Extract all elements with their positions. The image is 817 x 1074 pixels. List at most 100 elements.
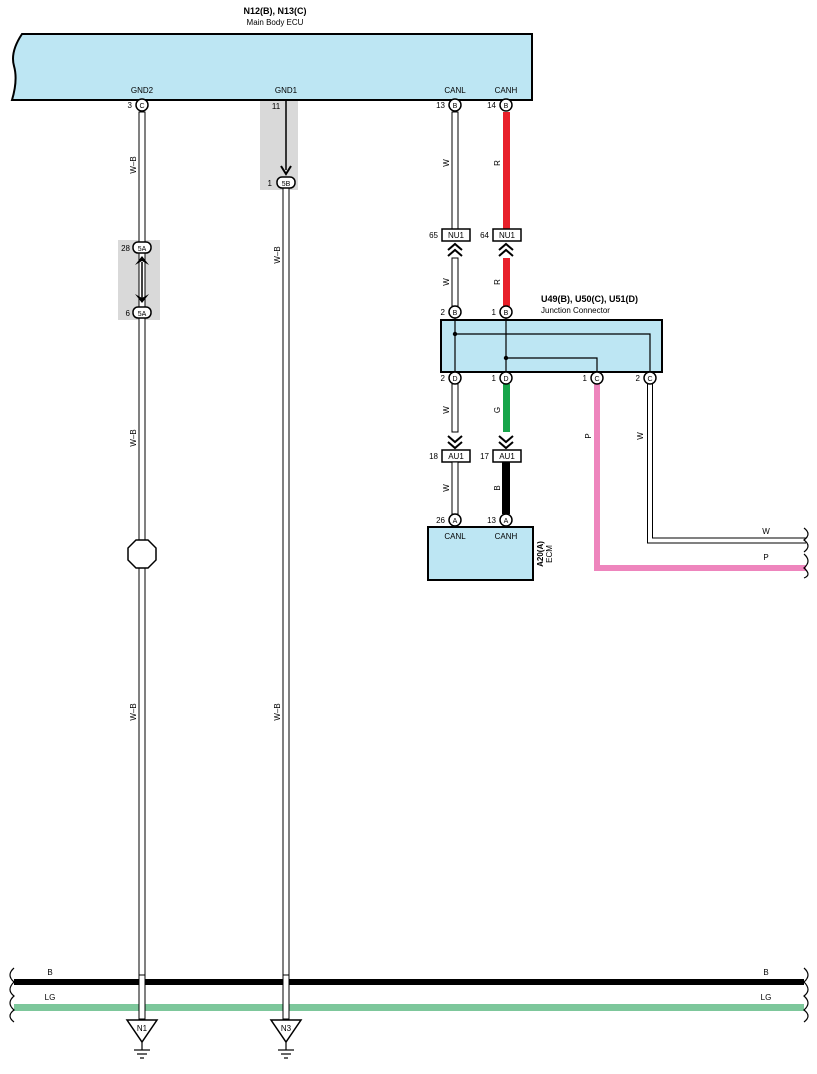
canh-wire-mid [503,258,510,306]
bus-break-right-icon [803,967,809,1023]
term-gnd2-label: GND2 [131,86,154,95]
white-wire-label-vertical: W [636,432,645,440]
term-gnd1-label: GND1 [275,86,298,95]
nu1-canh-number: 64 [480,231,489,240]
ground-n3-label: N3 [281,1024,292,1033]
term-canl-label: CANL [444,86,466,95]
ecm-canl-pin [448,513,462,527]
gnd2-5a-bottom-number: 6 [126,309,131,318]
ecm-id: A20(A) [536,541,545,567]
canh-wire-label-lower: G [493,407,502,413]
au1-canh-chevron-icon [498,435,514,450]
junction-top-pin-h [499,305,513,319]
canl-wire-ecm [451,461,459,515]
ecm-canl-pin-number: 26 [436,516,445,525]
main-body-ecu-box [10,33,533,101]
canh-wire-label-mid: R [493,279,502,285]
bus-break-left-icon [9,967,15,1023]
au1-canl-chevron-icon [447,435,463,450]
nu1-canh-connector [492,228,522,242]
junction-bottom-pin-4-number: 2 [636,374,641,383]
canh-wire-label-upper: R [493,160,502,166]
bus-b-label-left: B [47,968,52,977]
nu1-canh-label: NU1 [499,231,516,240]
canl-pin-conn: B [453,103,458,110]
canl-pin [448,98,462,112]
nu1-canl-connector [441,228,471,242]
canh-pin [499,98,513,112]
gnd1-5b-number: 1 [268,179,273,188]
bus-lg-label-right: LG [761,993,772,1002]
junction-bottom-pin-3-number: 1 [583,374,588,383]
gnd1-5b-pin [276,176,296,189]
canl-wire-label-upper: W [442,159,451,167]
canh-pin-conn: B [504,103,509,110]
gnd2-5a-bottom-pin [132,306,152,319]
junction-bottom-pin-2-conn: D [503,376,508,383]
gnd1-wire-label-upper: W–B [273,246,282,263]
ecm-canl-pin-conn: A [453,518,458,525]
junction-internal-wire-h [505,318,598,373]
gnd2-5a-top-number: 28 [121,244,130,253]
gnd2-5a-bottom-label: 5A [138,311,147,318]
canl-pin-number: 13 [436,101,445,110]
canh-pin-number: 14 [487,101,496,110]
white-wire-w-outer [647,384,806,544]
ecm-canh-label: CANH [495,532,518,541]
gnd2-wire-label-lower: W–B [129,703,138,720]
canh-wire-ecm-black [502,462,510,514]
canl-wire-label-lower: W [442,406,451,414]
junction-name: Junction Connector [541,306,610,315]
gnd2-wire-label-mid: W–B [129,429,138,446]
junction-ids: U49(B), U50(C), U51(D) [541,294,638,304]
bus-b-line [14,979,804,985]
ecm-canl-label: CANL [444,532,466,541]
ecm-box [427,526,534,581]
ecm-name: ECM [545,545,554,563]
junction-top-pin-h-number: 1 [492,308,497,317]
ground-n1-triangle-icon [125,1019,159,1044]
junction-top-pin-l [448,305,462,319]
junction-connector-box [440,319,663,373]
au1-canl-number: 18 [429,452,438,461]
main-ecu-name: Main Body ECU [247,18,304,27]
junction-bottom-pin-2-number: 1 [492,374,497,383]
white-wire-break-icon [803,527,809,553]
au1-canh-number: 17 [480,452,489,461]
nu1-canl-chevron-icon [447,242,463,257]
canh-wire-upper [503,112,510,230]
pink-wire-label-horizontal: P [763,553,768,562]
pink-wire-break-icon [803,553,809,579]
nu1-canl-number: 65 [429,231,438,240]
gnd1-arrow-icon [280,165,292,176]
canh-wire-label-ecm: B [493,485,502,490]
canl-wire-label-ecm: W [442,484,451,492]
junction-bottom-pin-3 [590,371,604,385]
junction-bottom-pin-3-conn: C [594,376,599,383]
canl-wire-label-mid: W [442,278,451,286]
gnd2-pin-conn: C [139,103,144,110]
gnd1-pin-number: 11 [272,102,281,111]
junction-top-pin-h-conn: B [504,310,509,317]
ecm-canh-pin-number: 13 [487,516,496,525]
canl-wire-mid [451,257,459,307]
ecm-canh-pin-conn: A [504,518,509,525]
gnd1-shield-shade [260,101,298,190]
junction-splice-dot-l [452,331,458,337]
bus-lg-label-left: LG [45,993,56,1002]
junction-bottom-pin-1-number: 2 [441,374,446,383]
nu1-canl-label: NU1 [448,231,465,240]
pink-wire-p [594,384,806,571]
canl-wire-lower [451,383,459,433]
au1-canl-label: AU1 [448,452,464,461]
junction-internal-wire-l [454,318,651,373]
junction-top-pin-l-conn: B [453,310,458,317]
gnd2-splice-octagon-icon [127,539,157,569]
junction-bottom-pin-1-conn: D [452,376,457,383]
junction-bottom-pin-4 [643,371,657,385]
gnd2-pin-number: 3 [128,101,133,110]
gnd2-wire-label-upper: W–B [129,156,138,173]
canl-wire-upper [451,111,459,231]
gnd1-wire-bus-cross [282,974,290,1020]
